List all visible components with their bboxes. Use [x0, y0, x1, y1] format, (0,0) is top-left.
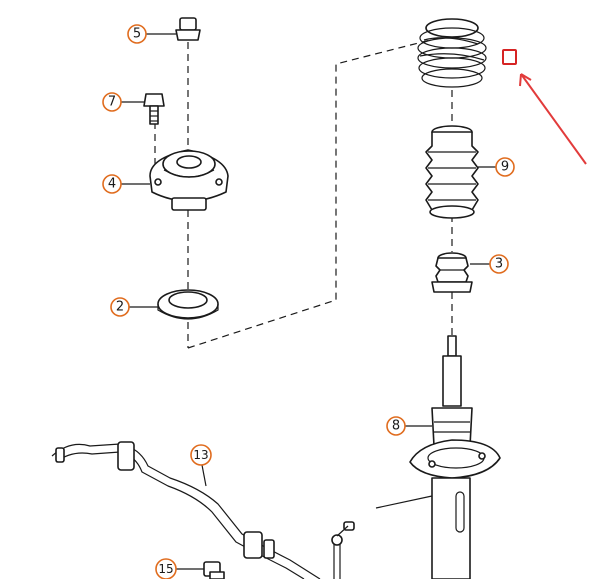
coil-spring-part[interactable]: [417, 18, 487, 88]
callout-2[interactable]: 2: [110, 297, 130, 317]
callout-7-label: 7: [108, 95, 116, 110]
assembly-dash-lines: [154, 37, 453, 349]
callout-7[interactable]: 7: [102, 92, 122, 112]
protective-boot-part[interactable]: [425, 125, 479, 219]
bolt-part[interactable]: [143, 93, 165, 125]
highlight-marker: [502, 49, 587, 165]
anti-roll-bar-part[interactable]: [51, 441, 321, 579]
callout-4-label: 4: [108, 177, 116, 192]
callout-15-label: 15: [158, 562, 173, 576]
strut-mount-part[interactable]: [149, 149, 229, 211]
callout-8[interactable]: 8: [386, 416, 406, 436]
clamp-part[interactable]: [203, 561, 225, 579]
callout-8-label: 8: [392, 419, 400, 434]
bearing-ring-part[interactable]: [157, 289, 219, 320]
callout-3-label: 3: [495, 257, 503, 272]
callout-5-label: 5: [133, 27, 141, 42]
shock-absorber-part[interactable]: [375, 335, 501, 579]
callout-13[interactable]: 13: [190, 444, 212, 466]
nut-part[interactable]: [175, 17, 201, 41]
callout-4[interactable]: 4: [102, 174, 122, 194]
callout-9[interactable]: 9: [495, 157, 515, 177]
buffer-stop-part[interactable]: [431, 252, 473, 293]
callout-5[interactable]: 5: [127, 24, 147, 44]
coupling-rod-part[interactable]: [331, 521, 355, 579]
callout-13-label: 13: [193, 448, 208, 462]
callout-15[interactable]: 15: [155, 558, 177, 579]
callout-2-label: 2: [116, 300, 124, 315]
callout-9-label: 9: [501, 160, 509, 175]
callout-leader-lines: [120, 33, 496, 570]
callout-3[interactable]: 3: [489, 254, 509, 274]
